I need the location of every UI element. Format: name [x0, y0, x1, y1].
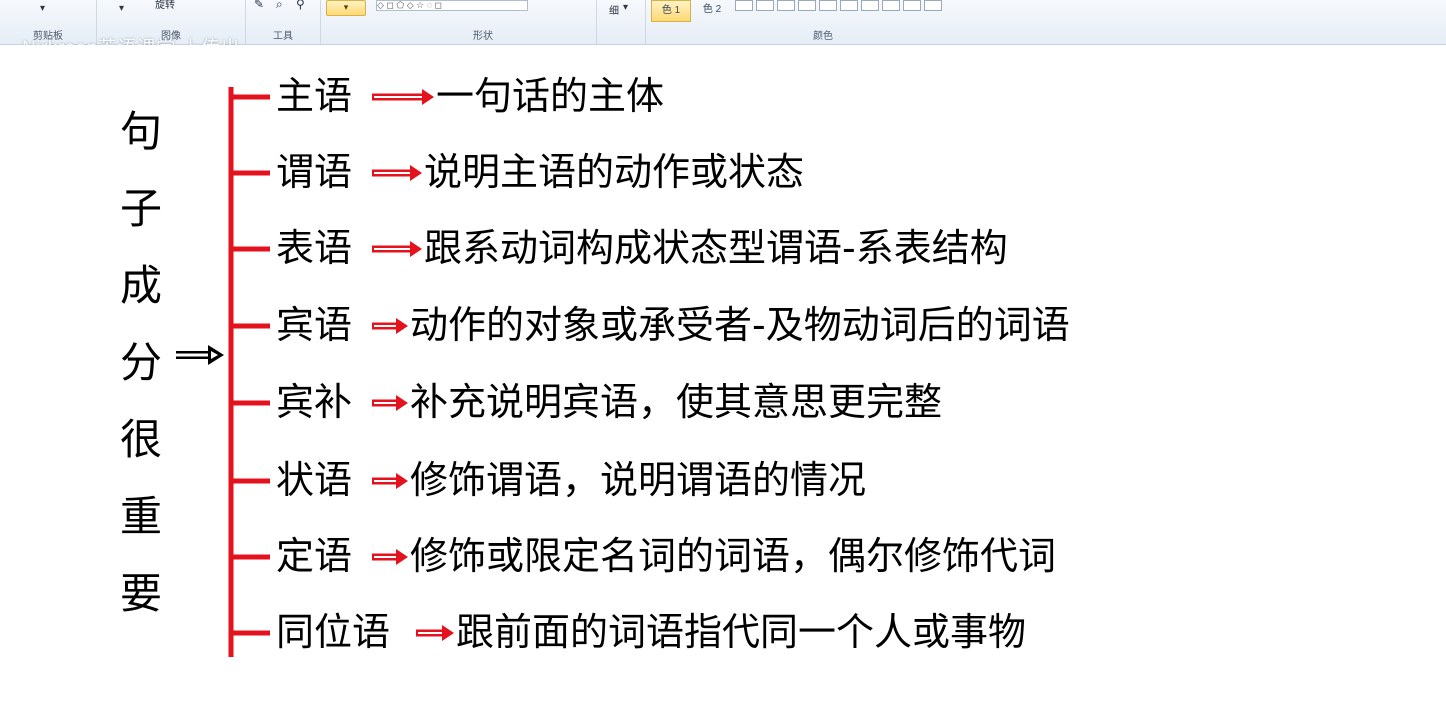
tree-connectors — [176, 87, 454, 657]
term-label: 宾补 — [276, 380, 353, 424]
brushes-dropdown-button[interactable]: ▾ — [326, 0, 366, 16]
paste-dropdown-icon[interactable]: ▾ — [40, 3, 46, 14]
root-char: 分 — [120, 338, 163, 387]
drawing-canvas[interactable]: 句子成分很重要 主语 一句话的主体谓语 说明主语的动作或状态表语 跟系动词构成状态型谓… — [0, 45, 1446, 720]
palette-swatch[interactable] — [777, 0, 795, 11]
palette-swatch[interactable] — [924, 0, 942, 11]
red-arrow — [416, 625, 454, 641]
shapes-group: 形状 — [370, 0, 597, 44]
shapes-gallery[interactable]: ◇ ◻ ⬠ ◇ ☆ ◌ ◻ — [376, 0, 528, 11]
red-arrow — [372, 549, 408, 565]
red-arrow — [372, 165, 422, 181]
select-dropdown-icon[interactable]: ▾ — [119, 3, 125, 14]
root-char: 句 — [120, 107, 163, 156]
palette-swatch[interactable] — [756, 0, 774, 11]
image-group: ▾ 旋转 图像 — [97, 0, 246, 44]
shapes-group-label: 形状 — [473, 31, 493, 42]
root-char: 子 — [120, 184, 163, 233]
root-arrow — [176, 345, 224, 365]
term-label: 状语 — [276, 458, 353, 502]
term-label: 同位语 — [276, 610, 391, 654]
term-description: 修饰谓语，说明谓语的情况 — [410, 458, 867, 502]
root-char: 很 — [120, 415, 163, 464]
colors-group: 颜色 — [646, 0, 1000, 44]
palette-swatch[interactable] — [798, 0, 816, 11]
term-description: 跟系动词构成状态型谓语-系表结构 — [424, 226, 1008, 270]
image-group-label: 图像 — [161, 31, 181, 42]
red-arrow — [372, 395, 408, 411]
color-picker-icon[interactable]: ⌕ — [276, 0, 283, 11]
term-description: 动作的对象或承受者-及物动词后的词语 — [410, 303, 1070, 347]
term-label: 主语 — [276, 74, 353, 118]
red-arrow — [372, 89, 434, 105]
tools-group: ✎ ⌕ ⚲ 工具 — [246, 0, 321, 44]
term-label: 谓语 — [276, 150, 353, 194]
root-char: 重 — [120, 492, 163, 541]
size-group: 细 ▾ — [597, 0, 646, 44]
palette-swatch[interactable] — [882, 0, 900, 11]
clipboard-group: ▾ 剪贴板 — [0, 0, 97, 44]
term-label: 表语 — [276, 226, 353, 270]
size-dropdown[interactable]: 细 — [609, 6, 619, 17]
color2-button[interactable]: 色 2 — [702, 4, 722, 15]
term-description: 补充说明宾语，使其意思更完整 — [410, 380, 943, 424]
term-description: 修饰或限定名词的词语，偶尔修饰代词 — [410, 534, 1057, 578]
colors-group-label: 颜色 — [813, 31, 833, 42]
red-arrow — [372, 473, 408, 489]
term-description: 跟前面的词语指代同一个人或事物 — [456, 610, 1027, 654]
pencil-icon[interactable]: ✎ — [254, 0, 265, 11]
term-label: 宾语 — [276, 303, 353, 347]
palette-swatch[interactable] — [861, 0, 879, 11]
color1-button[interactable]: 色 1 — [651, 0, 691, 22]
size-dropdown-icon[interactable]: ▾ — [623, 2, 629, 13]
palette-swatch[interactable] — [735, 0, 753, 11]
root-char: 要 — [120, 569, 163, 618]
term-label: 定语 — [276, 534, 353, 578]
red-arrow — [372, 241, 422, 257]
palette-swatch[interactable] — [840, 0, 858, 11]
root-char: 成 — [120, 261, 163, 310]
magnifier-icon[interactable]: ⚲ — [296, 0, 305, 11]
red-arrow — [372, 318, 408, 334]
palette-swatch[interactable] — [819, 0, 837, 11]
paint-ribbon: ▾ 剪贴板 ▾ 旋转 图像 ✎ ⌕ ⚲ 工具 ▾ 形状 ◇ ◻ ⬠ ◇ ☆ ◌ … — [0, 0, 1446, 59]
palette-swatch[interactable] — [903, 0, 921, 11]
rotate-button[interactable]: 旋转 — [155, 0, 175, 11]
term-description: 一句话的主体 — [436, 74, 665, 118]
clipboard-group-label: 剪贴板 — [33, 31, 63, 42]
tools-group-label: 工具 — [273, 31, 293, 42]
term-description: 说明主语的动作或状态 — [424, 150, 805, 194]
